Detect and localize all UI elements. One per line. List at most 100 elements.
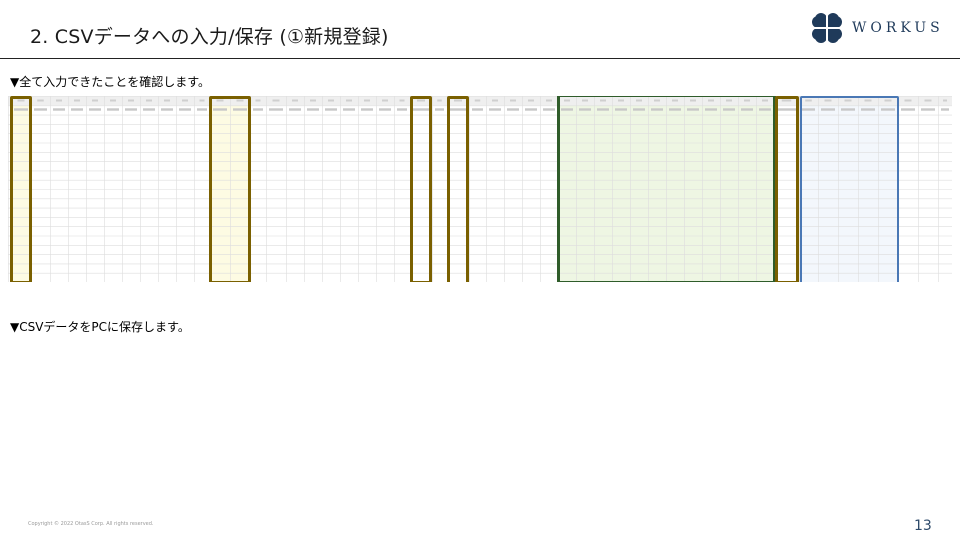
sheet-cell-text <box>289 108 301 111</box>
sheet-column-letter <box>618 99 624 102</box>
sheet-column-letter <box>564 99 570 102</box>
highlight-column-1 <box>10 96 32 282</box>
sheet-cell-text <box>802 108 815 111</box>
sheet-cell-text <box>233 108 247 111</box>
sheet-cell-text <box>107 108 119 111</box>
workus-logo: WORKUS <box>810 10 944 46</box>
sheet-column-letter <box>382 99 388 102</box>
sheet-cell-text <box>941 108 949 111</box>
sheet-cell-text <box>213 108 227 111</box>
sheet-cell-text <box>633 108 645 111</box>
sheet-column-letter <box>805 99 812 102</box>
sheet-cell-text <box>307 108 319 111</box>
sheet-column-letter <box>74 99 80 102</box>
sheet-cell-text <box>489 108 501 111</box>
sheet-cell-text <box>161 108 173 111</box>
sheet-column-letter <box>182 99 188 102</box>
sheet-column-letter <box>328 99 334 102</box>
sheet-column-letter <box>654 99 660 102</box>
sheet-column-letter <box>454 99 462 102</box>
sheet-cell-text <box>89 108 101 111</box>
sheet-column-letter <box>824 99 832 102</box>
sheet-column-letter <box>236 99 244 102</box>
highlight-column-2 <box>209 96 251 282</box>
highlight-fill <box>210 96 250 282</box>
sheet-column-letter <box>17 99 25 102</box>
highlight-column-4 <box>447 96 469 282</box>
sheet-column-letter <box>37 99 44 102</box>
sheet-cell-text <box>759 108 771 111</box>
sheet-cell-text <box>253 108 263 111</box>
sheet-column-letter <box>762 99 768 102</box>
sheet-cell-text <box>53 108 65 111</box>
sheet-column-letter <box>708 99 714 102</box>
sheet-column-letter <box>272 99 280 102</box>
sheet-column-letter <box>216 99 224 102</box>
sheet-column-letter <box>437 99 442 102</box>
sheet-cell-text <box>841 108 855 111</box>
sheet-column-letter <box>744 99 750 102</box>
sheet-column-letter <box>128 99 134 102</box>
sheet-column-letter <box>600 99 606 102</box>
copyright-notice: Copyright © 2022 OtasS Corp. All rights … <box>28 521 154 527</box>
sheet-cell-text <box>413 108 429 111</box>
page-number: 13 <box>914 518 932 534</box>
sheet-cell-text <box>343 108 355 111</box>
sheet-cell-text <box>34 108 47 111</box>
sheet-column-letter <box>56 99 62 102</box>
sheet-column-letter <box>726 99 732 102</box>
sheet-cell-text <box>579 108 591 111</box>
sheet-column-letter <box>924 99 932 102</box>
sheet-cell-text <box>14 108 28 111</box>
sheet-cell-text <box>687 108 699 111</box>
sheet-cell-text <box>507 108 519 111</box>
sheet-cell-text <box>325 108 337 111</box>
sheet-cell-text <box>269 108 283 111</box>
highlight-fill <box>11 96 31 282</box>
sheet-column-letter <box>474 99 481 102</box>
sheet-column-letter <box>781 99 792 102</box>
sheet-column-letter <box>146 99 152 102</box>
sheet-cell-text <box>861 108 875 111</box>
instruction-save-csv: ▼CSVデータをPCに保存します。 <box>10 320 190 334</box>
sheet-cell-text <box>450 108 466 111</box>
sheet-column-letter <box>690 99 696 102</box>
sheet-cell-text <box>777 108 796 111</box>
sheet-column-letter <box>943 99 947 102</box>
sheet-cell-text <box>741 108 753 111</box>
sheet-cell-text <box>651 108 663 111</box>
sheet-cell-text <box>125 108 137 111</box>
sheet-column-letter <box>92 99 98 102</box>
instruction-confirm-input: ▼全て入力できたことを確認します。 <box>10 75 211 89</box>
sheet-column-letter <box>310 99 316 102</box>
sheet-cell-text <box>379 108 391 111</box>
sheet-column-letter <box>164 99 170 102</box>
logo-text: WORKUS <box>852 20 944 36</box>
sheet-cell-text <box>921 108 935 111</box>
sheet-column-letter <box>582 99 588 102</box>
sheet-cell-text <box>821 108 835 111</box>
sheet-column-letter <box>399 99 405 102</box>
highlight-blue-block <box>800 96 899 282</box>
spreadsheet-grid <box>8 96 952 282</box>
sheet-column-letter <box>492 99 498 102</box>
sheet-cell-text <box>561 108 573 111</box>
sheet-column-letter <box>346 99 352 102</box>
clover-logo-icon <box>812 13 842 43</box>
sheet-column-letter <box>844 99 852 102</box>
sheet-cell-text <box>397 108 407 111</box>
page-title: 2. CSVデータへの入力/保存 (①新規登録) <box>30 26 389 48</box>
highlight-green-block <box>557 96 776 282</box>
highlight-column-3 <box>410 96 432 282</box>
sheet-cell-text <box>543 108 555 111</box>
sheet-column-letter <box>292 99 298 102</box>
sheet-column-letter <box>672 99 678 102</box>
sheet-column-letter <box>364 99 370 102</box>
sheet-cell-text <box>881 108 895 111</box>
sheet-cell-text <box>615 108 627 111</box>
sheet-cell-text <box>179 108 191 111</box>
sheet-cell-text <box>71 108 83 111</box>
sheet-column-letter <box>904 99 912 102</box>
sheet-cell-text <box>901 108 915 111</box>
sheet-cell-text <box>472 108 483 111</box>
